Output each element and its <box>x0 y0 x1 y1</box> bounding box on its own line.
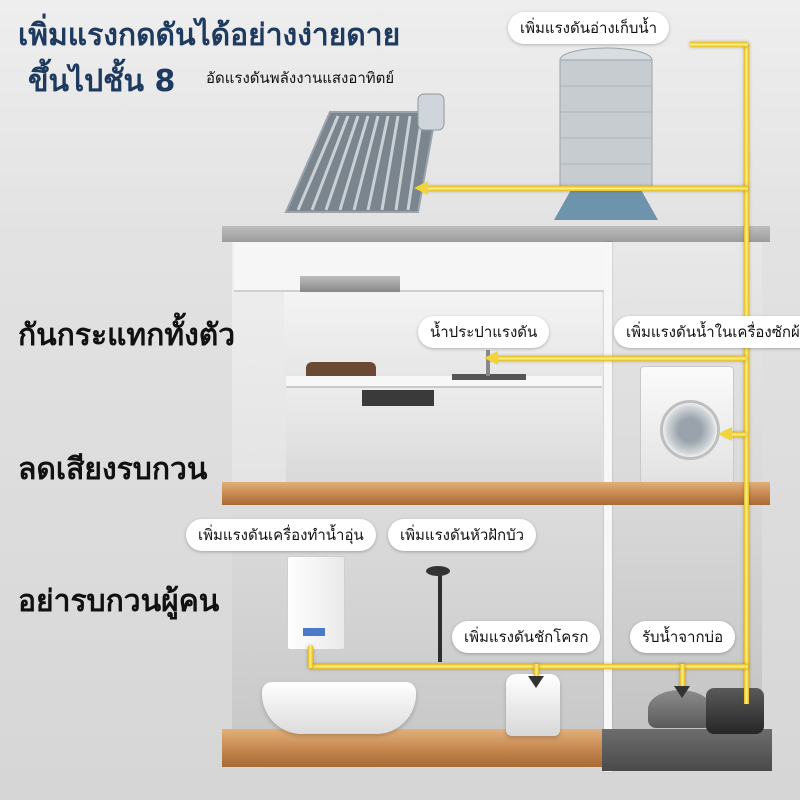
concrete-floor <box>602 729 772 771</box>
side-label-reduce-noise: ลดเสียงรบกวน <box>18 452 208 487</box>
callout-heater: เพิ่มแรงดันเครื่องทำน้ำอุ่น <box>186 519 376 551</box>
pipe-top <box>690 42 748 47</box>
washer-drum <box>660 400 720 460</box>
water-pump <box>706 688 764 734</box>
callout-tap: น้ำประปาแรงดัน <box>418 316 550 348</box>
solar-water-heater <box>284 93 445 213</box>
pipe-riser <box>744 44 749 704</box>
cooktop-pots <box>306 362 376 376</box>
pipe-heater-drop <box>308 646 313 668</box>
callout-tank: เพิ่มแรงดันอ่างเก็บน้ำ <box>508 12 670 44</box>
solar-tubes <box>296 115 424 211</box>
shower-pole <box>438 572 442 662</box>
arrow-icon <box>484 351 498 365</box>
arrow-icon <box>674 686 690 698</box>
arrow-icon <box>414 181 428 195</box>
range-hood <box>300 276 400 292</box>
callout-washer: เพิ่มแรงดันน้ำในเครื่องซักผ้า <box>614 316 800 348</box>
headline-line1: เพิ่มแรงกดดันได้อย่างง่ายดาย <box>18 18 401 53</box>
side-label-shockproof: กันกระแทกทั้งตัว <box>18 318 236 353</box>
callout-shower: เพิ่มแรงดันหัวฝักบัว <box>388 519 537 551</box>
pipe-well-drop <box>680 664 685 692</box>
column-divider <box>604 242 612 772</box>
callout-toilet: เพิ่มแรงดันชักโครก <box>452 621 601 653</box>
callout-solar: อัดแรงดันพลังงานแสงอาทิตย์ <box>206 69 395 87</box>
pipe-washer <box>724 432 746 437</box>
tank-stand <box>554 188 658 220</box>
middle-floor <box>222 482 770 505</box>
solar-panel <box>284 111 438 213</box>
countertop <box>286 376 602 388</box>
tank-body <box>559 59 653 189</box>
arrow-icon <box>718 427 732 441</box>
pipe-toilet-drop <box>534 664 539 678</box>
well <box>648 690 712 728</box>
arrow-icon <box>528 676 544 688</box>
pipe-bathroom <box>310 664 748 669</box>
callout-well: รับน้ำจากบ่อ <box>630 621 736 653</box>
shower-head <box>426 566 450 576</box>
upper-cabinets <box>234 242 604 292</box>
oven <box>362 390 434 406</box>
bathtub <box>262 682 416 734</box>
solar-tank <box>417 93 445 131</box>
pipe-roof <box>420 186 748 191</box>
storage-tank <box>554 47 658 220</box>
roof-slab <box>222 226 770 242</box>
toilet <box>506 674 560 736</box>
pipe-kitchen <box>490 356 746 361</box>
lower-cabinets <box>286 388 602 482</box>
heater-display <box>303 628 325 636</box>
headline-line2: ขึ้นไปชั้น 8 <box>28 64 176 99</box>
faucet <box>486 350 490 376</box>
side-label-no-disturb: อย่ารบกวนผู้คน <box>18 584 220 619</box>
sink <box>452 374 526 380</box>
